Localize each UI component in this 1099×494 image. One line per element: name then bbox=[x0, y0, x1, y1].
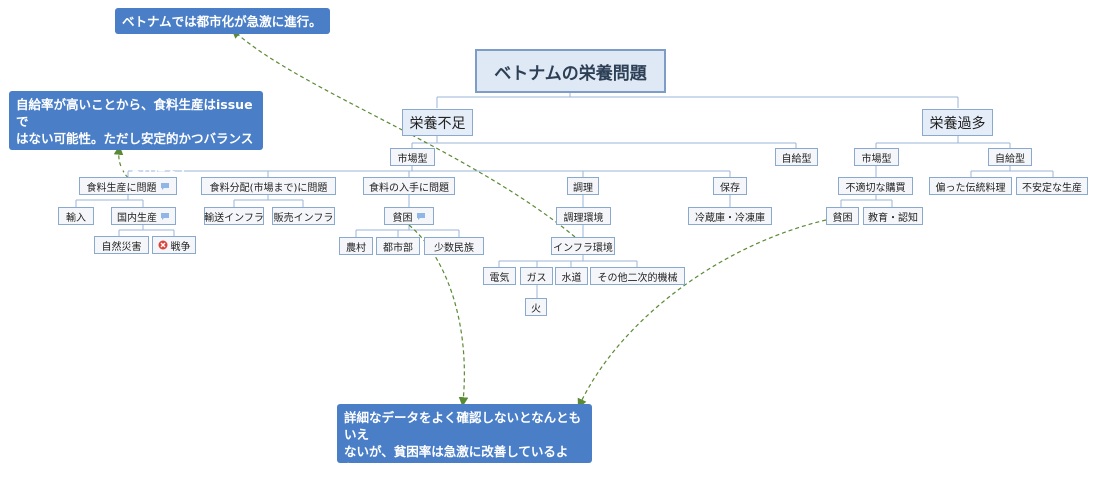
topic-market-type-under[interactable]: 市場型 bbox=[390, 148, 435, 166]
comment-icon[interactable] bbox=[160, 212, 170, 220]
topic-other-machines[interactable]: その他二次的機械 bbox=[590, 267, 685, 285]
topic-food-production-label: 食料生産に問題 bbox=[86, 182, 157, 194]
topic-biased-cuisine[interactable]: 偏った伝統料理 bbox=[929, 177, 1012, 195]
link-food-production-to-issue bbox=[113, 145, 129, 179]
topic-poverty-under-label: 貧困 bbox=[392, 212, 413, 224]
topic-electricity[interactable]: 電気 bbox=[483, 267, 516, 285]
topic-war-label: 戦争 bbox=[170, 241, 191, 253]
topic-self-sufficient-over[interactable]: 自給型 bbox=[988, 148, 1032, 166]
topic-cooking[interactable]: 調理 bbox=[567, 177, 599, 195]
mindmap-canvas bbox=[75, 28, 1054, 409]
topic-rural[interactable]: 農村 bbox=[339, 237, 373, 255]
topic-poverty-over[interactable]: 貧困 bbox=[826, 207, 859, 225]
topic-fire[interactable]: 火 bbox=[525, 298, 547, 316]
root-topic[interactable]: ベトナムの栄養問題 bbox=[475, 49, 666, 93]
topic-import[interactable]: 輸入 bbox=[58, 207, 94, 225]
topic-food-access[interactable]: 食料の入手に問題 bbox=[363, 177, 455, 195]
topic-domestic-production[interactable]: 国内生産 bbox=[111, 207, 176, 225]
connector-lines bbox=[75, 93, 1054, 298]
comment-icon[interactable] bbox=[160, 182, 170, 190]
topic-improper-purchase[interactable]: 不適切な購買 bbox=[838, 177, 913, 195]
topic-war[interactable]: 戦争 bbox=[152, 236, 196, 254]
callout-issue[interactable]: 自給率が高いことから、食料生産はissueで はない可能性。ただし安定的かつバラ… bbox=[9, 91, 263, 180]
topic-sales-infra[interactable]: 販売インフラ bbox=[272, 207, 335, 225]
topic-cooking-env[interactable]: 調理環境 bbox=[556, 207, 611, 225]
topic-unstable-production[interactable]: 不安定な生産 bbox=[1016, 177, 1088, 195]
topic-poverty-under[interactable]: 貧困 bbox=[384, 207, 434, 225]
topic-minorities[interactable]: 少数民族 bbox=[424, 237, 484, 255]
error-icon bbox=[158, 240, 167, 250]
comment-icon[interactable] bbox=[416, 212, 426, 220]
topic-undernutrition[interactable]: 栄養不足 bbox=[402, 109, 473, 136]
topic-self-sufficient-under[interactable]: 自給型 bbox=[775, 148, 818, 166]
topic-natural-disaster[interactable]: 自然災害 bbox=[94, 236, 149, 254]
topic-education[interactable]: 教育・認知 bbox=[863, 207, 923, 225]
topic-food-production[interactable]: 食料生産に問題 bbox=[79, 177, 177, 195]
topic-infra-env[interactable]: インフラ環境 bbox=[551, 237, 615, 255]
dashed-relationship-links bbox=[113, 28, 827, 409]
topic-urban[interactable]: 都市部 bbox=[376, 237, 420, 255]
topic-gas[interactable]: ガス bbox=[520, 267, 553, 285]
callout-poverty-data[interactable]: 詳細なデータをよく確認しないとなんともいえ ないが、貧困率は急激に改善しているよ… bbox=[337, 404, 592, 493]
topic-market-type-over[interactable]: 市場型 bbox=[854, 148, 899, 166]
link-infra-to-urbanization bbox=[231, 28, 576, 238]
topic-transport-infra[interactable]: 輸送インフラ bbox=[204, 207, 264, 225]
topic-storage[interactable]: 保存 bbox=[713, 177, 747, 195]
callout-urbanization[interactable]: ベトナムでは都市化が急激に進行。 bbox=[115, 8, 330, 34]
topic-fridge-freezer[interactable]: 冷蔵庫・冷凍庫 bbox=[688, 207, 772, 225]
topic-domestic-production-label: 国内生産 bbox=[117, 212, 157, 224]
topic-overnutrition[interactable]: 栄養過多 bbox=[922, 109, 993, 136]
topic-food-distribution[interactable]: 食料分配(市場まで)に問題 bbox=[201, 177, 336, 195]
topic-water[interactable]: 水道 bbox=[555, 267, 588, 285]
link-over-poverty-to-data bbox=[577, 219, 827, 409]
